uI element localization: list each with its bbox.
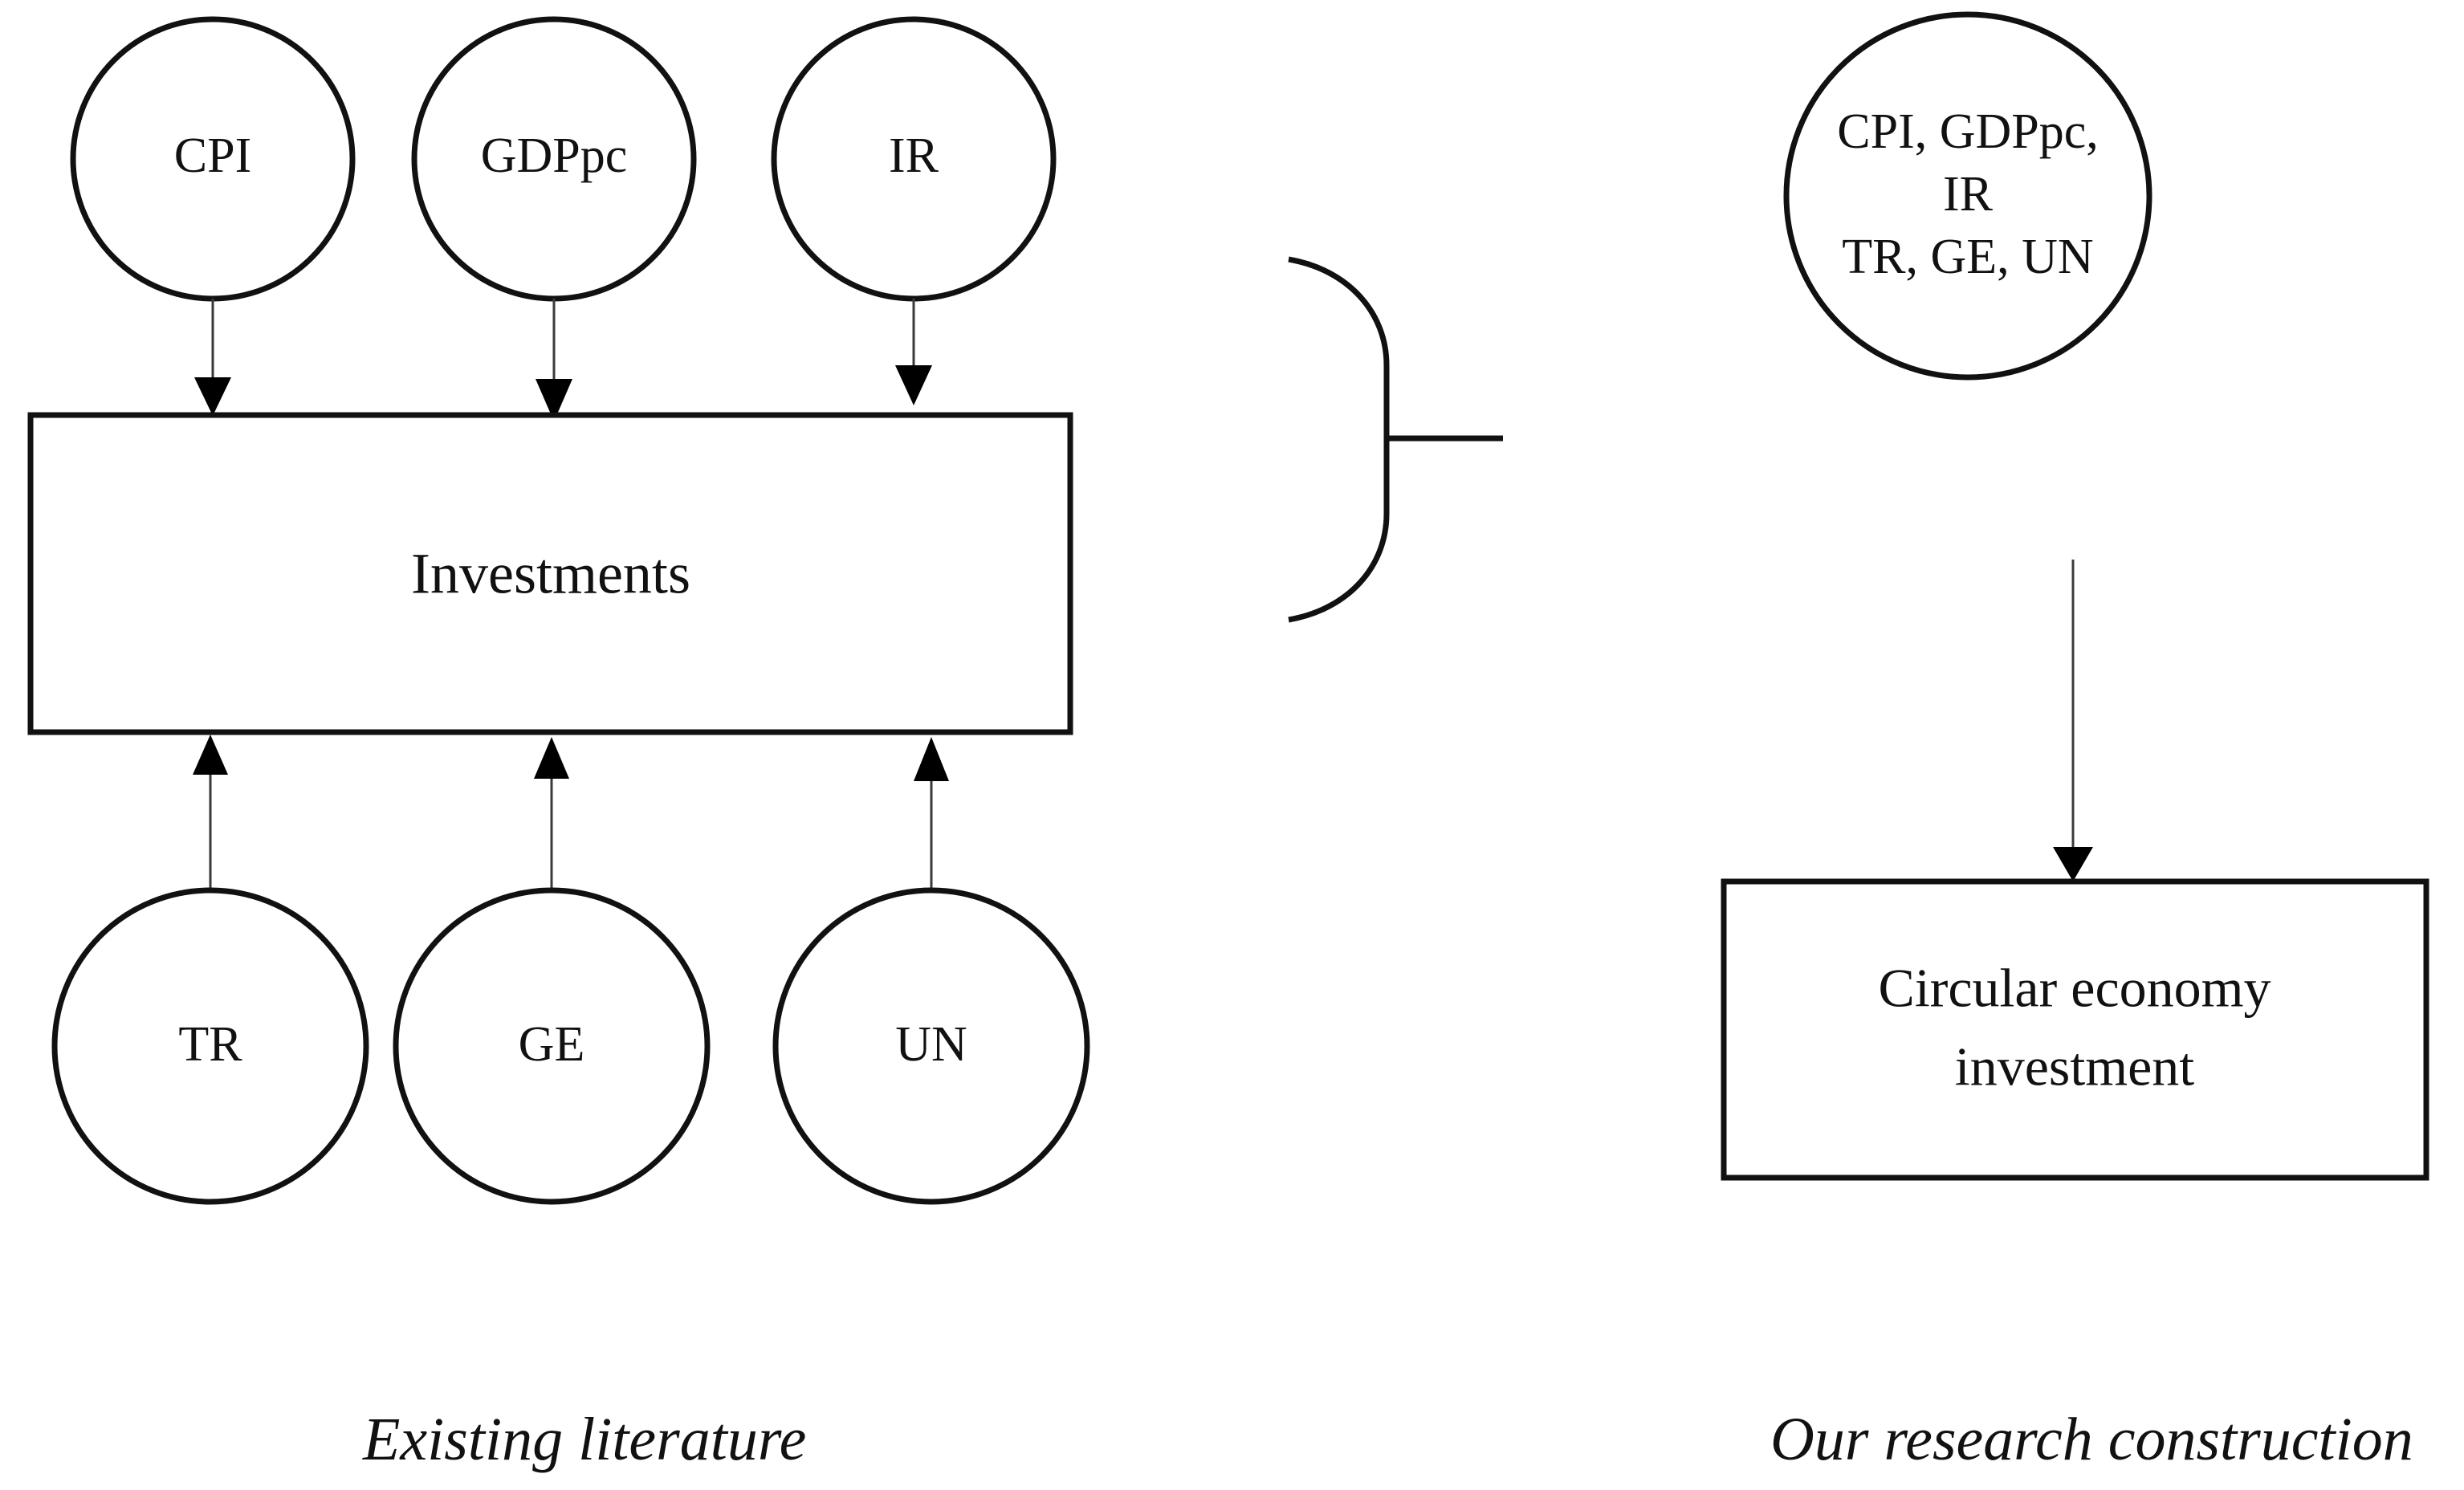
- node-ir-label: IR: [889, 128, 939, 183]
- node-ge-label: GE: [519, 1017, 585, 1072]
- caption-our-research-construction: Our research construction: [1770, 1406, 2413, 1473]
- node-cpi[interactable]: CPI: [70, 16, 356, 302]
- brace-upper-arc: [1288, 256, 1390, 438]
- node-circular-economy-investment[interactable]: Circular economy investment: [1721, 878, 2429, 1181]
- node-gdppc-label: GDPpc: [481, 128, 628, 183]
- arrow-down-icon: [895, 365, 932, 405]
- arrow-up-icon: [534, 737, 569, 779]
- arrow-ir-to-investments: [895, 299, 932, 405]
- node-ge[interactable]: GE: [393, 887, 711, 1205]
- arrow-up-icon: [193, 735, 228, 775]
- node-aggregate-indicators-line2: IR: [1943, 167, 1994, 222]
- node-aggregate-indicators[interactable]: CPI, GDPpc, IR TR, GE, UN: [1783, 11, 2152, 381]
- right-curly-brace-icon: [1288, 256, 1503, 623]
- arrow-tr-to-investments: [193, 735, 228, 890]
- node-investments[interactable]: Investments: [27, 412, 1073, 735]
- node-aggregate-indicators-line1: CPI, GDPpc,: [1837, 104, 2099, 159]
- node-circular-economy-investment-line1: Circular economy: [1878, 958, 2271, 1019]
- arrow-down-icon: [194, 377, 231, 416]
- node-tr-label: TR: [178, 1017, 242, 1072]
- node-cpi-label: CPI: [174, 128, 251, 183]
- arrow-ge-to-investments: [534, 737, 569, 890]
- node-aggregate-indicators-line3: TR, GE, UN: [1842, 230, 2093, 284]
- arrow-down-icon: [2053, 847, 2093, 881]
- arrow-up-icon: [914, 737, 949, 781]
- arrow-un-to-investments: [914, 737, 949, 890]
- node-un[interactable]: UN: [772, 887, 1090, 1205]
- node-ir[interactable]: IR: [771, 16, 1057, 302]
- caption-existing-literature: Existing literature: [362, 1406, 806, 1473]
- node-un-label: UN: [895, 1017, 967, 1072]
- node-circular-economy-investment-box: [1721, 878, 2429, 1181]
- node-tr[interactable]: TR: [51, 887, 369, 1205]
- brace-lower-arc: [1288, 438, 1390, 623]
- node-un-circle: [772, 887, 1090, 1205]
- arrow-gdppc-to-investments: [536, 299, 572, 421]
- arrow-cpi-to-investments: [194, 299, 231, 416]
- arrow-indicators-to-ce-investment: [2053, 560, 2093, 881]
- node-circular-economy-investment-line2: investment: [1955, 1036, 2195, 1097]
- node-tr-circle: [51, 887, 369, 1205]
- node-ge-circle: [393, 887, 711, 1205]
- arrow-down-icon: [536, 379, 572, 421]
- node-aggregate-indicators-circle: [1783, 11, 2152, 381]
- node-investments-label: Investments: [411, 542, 690, 606]
- node-investments-box: [27, 412, 1073, 735]
- node-gdppc[interactable]: GDPpc: [411, 16, 697, 302]
